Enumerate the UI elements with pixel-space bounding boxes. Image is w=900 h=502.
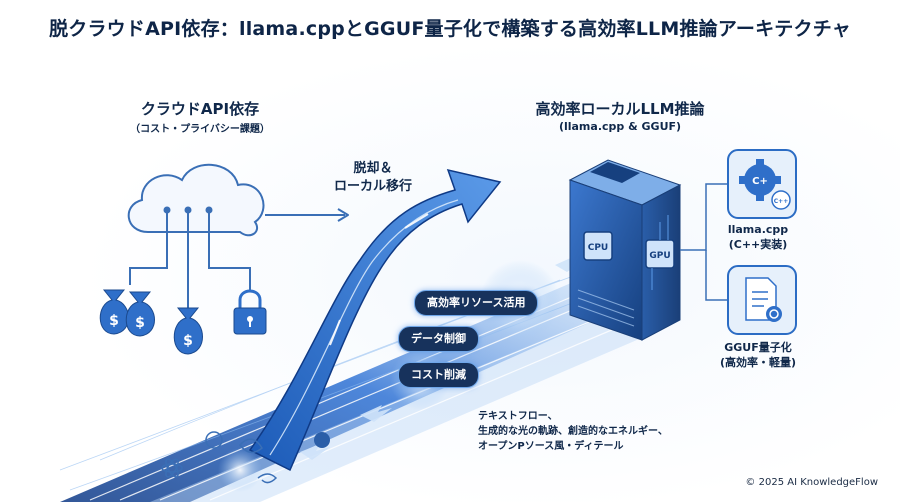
ring-icon [205, 431, 223, 449]
llama-cpp-label-line1: llama.cpp [727, 223, 789, 236]
benefit-pill-resource: 高効率リソース活用 [414, 290, 539, 316]
migration-label-line1: 脱却＆ [353, 161, 393, 176]
svg-text:CPU: CPU [588, 243, 609, 253]
svg-text:$: $ [109, 313, 119, 329]
copyright: © 2025 AI KnowledgeFlow [745, 477, 878, 488]
notes-line: 生成的な光の軌跡、創造的なエネルギー、 [478, 426, 668, 437]
page-title: 脱クラウドAPI依存：llama.cppとGGUF量子化で構築する高効率LLM推… [49, 18, 851, 40]
cpu-chip-icon: CPU [583, 231, 613, 261]
cloud-api-title: クラウドAPI依存 [140, 100, 260, 118]
money-bag-icon: $ [173, 307, 203, 355]
money-bag-icon: $ [125, 291, 155, 337]
notes-text: テキストフロー、 生成的な光の軌跡、創造的なエネルギー、 オープンPソース風・デ… [478, 409, 668, 454]
money-bag-icon: $ [99, 289, 129, 335]
benefit-pill-cost: コスト削減 [398, 362, 479, 388]
migration-arrow [248, 168, 502, 472]
cloud-api-subtitle: （コスト・プライバシー課題） [130, 124, 270, 135]
svg-text:C++: C++ [774, 198, 788, 205]
notes-line: オープンPソース風・ディテール [478, 441, 624, 452]
local-llm-subtitle: (llama.cpp & GGUF) [558, 120, 682, 133]
benefit-pill-data-control: データ制御 [398, 326, 479, 352]
swirl-icon [257, 473, 278, 484]
money-bag-icons: $ $ $ [99, 289, 203, 355]
cloud-icon [127, 163, 349, 310]
gpu-chip-icon: GPU [645, 239, 675, 269]
leaf-icon [239, 438, 263, 454]
migration-label: 脱却＆ ローカル移行 [318, 160, 428, 196]
svg-text:$: $ [135, 315, 145, 331]
atom-icon [161, 458, 183, 478]
gguf-label: GGUF量子化 (高効率・軽量) [708, 340, 808, 370]
github-icon [314, 432, 330, 448]
svg-text:GPU: GPU [649, 251, 670, 261]
lock-icon [233, 289, 267, 335]
migration-label-line2: ローカル移行 [333, 179, 412, 194]
llama-cpp-icon: C+ C++ [727, 149, 797, 219]
gguf-label-line2: (高効率・軽量) [719, 356, 797, 369]
local-llm-title: 高効率ローカルLLM推論 [535, 100, 705, 118]
svg-text:C+: C+ [752, 176, 768, 187]
notes-line: テキストフロー、 [478, 411, 558, 422]
connector-lines [680, 183, 728, 301]
llama-cpp-label: llama.cpp (C++実装) [708, 222, 808, 252]
svg-text:$: $ [183, 333, 193, 349]
gguf-label-line1: GGUF量子化 [724, 341, 792, 354]
llama-cpp-label-line2: (C++実装) [728, 238, 788, 251]
gguf-file-icon [727, 265, 797, 335]
server-icon: CPU GPU [568, 159, 682, 341]
road-icons [161, 431, 330, 484]
